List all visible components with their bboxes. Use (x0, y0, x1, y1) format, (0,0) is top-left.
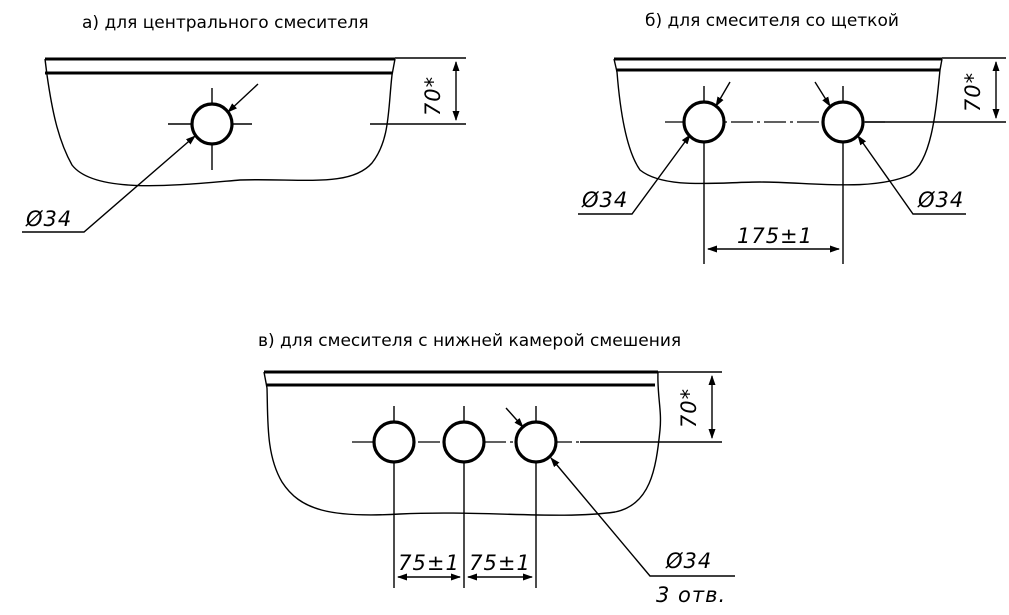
view-b-diameter-leaders: Ø34 Ø34 (578, 81, 966, 215)
view-a-caption: а) для центрального смесителя (82, 13, 369, 33)
view-b-hole-left (682, 100, 726, 144)
view-b-diameter-label-left: Ø34 (581, 188, 628, 212)
view-a-diameter-label: Ø34 (25, 207, 72, 231)
view-a-sink-outline (44, 57, 396, 187)
view-b-offset-dimension: 70* (865, 57, 1006, 123)
view-c-sink-outline (263, 370, 662, 516)
view-c-hole-3 (514, 420, 558, 464)
view-b-hole-right (821, 100, 865, 144)
view-b-spacing-dimension: 175±1 (707, 224, 840, 253)
view-b-offset-label: 70* (961, 72, 985, 112)
view-a: а) для центрального смесителя 70* Ø34 (22, 13, 466, 233)
view-c-offset-label: 70* (677, 388, 701, 428)
view-b-caption: б) для смесителя со щеткой (645, 11, 899, 31)
view-c-diameter-leader: Ø34 3 отв. (505, 407, 735, 607)
view-c: в) для смесителя с нижней камерой смешен… (258, 331, 735, 607)
view-c-diameter-label: Ø34 (665, 549, 712, 573)
view-c-spacing-dimensions: 75±1 75±1 (397, 551, 533, 581)
view-b-spacing-label: 175±1 (737, 224, 813, 248)
view-a-hole (190, 102, 234, 146)
view-c-spacing-label-2: 75±1 (469, 551, 531, 575)
view-c-offset-dimension: 70* (580, 371, 722, 443)
view-b-sink-outline (613, 57, 943, 186)
view-c-spacing-label-1: 75±1 (398, 551, 460, 575)
view-c-caption: в) для смесителя с нижней камерой смешен… (258, 331, 681, 351)
view-a-offset-dimension: 70* (370, 57, 466, 125)
view-a-offset-label: 70* (421, 76, 445, 116)
view-a-diameter-leader: Ø34 (22, 83, 259, 233)
view-c-hole-2 (442, 420, 486, 464)
view-b: б) для смесителя со щеткой 70* 175±1 (578, 11, 1006, 264)
view-c-hole-1 (372, 420, 416, 464)
view-c-holes-count-label: 3 отв. (656, 583, 726, 607)
view-b-diameter-label-right: Ø34 (917, 188, 964, 212)
